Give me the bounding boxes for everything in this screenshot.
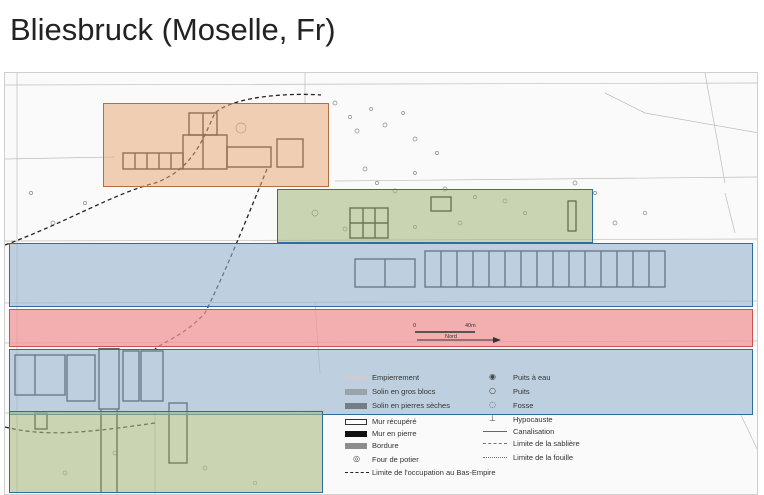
legend-item: Canalisation — [513, 427, 555, 436]
zone-red-street — [9, 309, 753, 347]
legend-swatch-empierrement — [345, 375, 367, 381]
legend-item: Puits — [513, 387, 530, 396]
zone-blue-lower — [9, 349, 753, 415]
legend-item: Limite de l'occupation au Bas-Empire — [372, 468, 496, 477]
scale-end-label: 40m — [465, 323, 476, 329]
legend-item: Limite de la fouille — [513, 453, 574, 462]
legend-swatch-bordure — [345, 443, 367, 449]
legend-item: Mur en pierre — [372, 429, 417, 438]
legend-swatch-solin-gros-blocs — [345, 389, 367, 395]
legend-item: Mur récupéré — [372, 417, 417, 426]
zone-green-south — [9, 411, 323, 493]
legend-item: Limite de la sablière — [513, 439, 580, 448]
well-icon: ○ — [489, 386, 496, 395]
scale-bar: 0 40m Nord — [413, 323, 503, 343]
north-label: Nord — [445, 334, 457, 340]
legend-item: Fosse — [513, 401, 534, 410]
water-well-icon: ◉ — [489, 372, 496, 381]
north-arrow-icon — [417, 337, 501, 343]
scale-start-label: 0 — [413, 323, 417, 329]
zone-orange-northwest — [103, 103, 329, 187]
legend-swatch-mur-recupere — [345, 419, 367, 425]
legend-item: Solin en pierres sèches — [372, 401, 450, 410]
kiln-icon: ◎ — [353, 454, 360, 463]
zone-blue-upper — [9, 243, 753, 307]
pit-icon: ◌ — [489, 400, 496, 409]
legend-swatch-canalisation — [483, 431, 507, 432]
legend: Empierrement Solin en gros blocs Solin e… — [345, 371, 605, 491]
legend-swatch-solin-pierres-seches — [345, 403, 367, 409]
legend-swatch-sabliere — [483, 443, 507, 444]
excavation-plan: 0 40m Nord Empierrement Solin en gros bl… — [4, 72, 758, 495]
legend-item: Empierrement — [372, 373, 420, 382]
slide-title: Bliesbruck (Moselle, Fr) — [10, 12, 336, 47]
hypocaust-icon: ⊥ — [489, 414, 496, 423]
legend-swatch-fouille — [483, 457, 507, 458]
legend-item: Puits à eau — [513, 373, 551, 382]
legend-swatch-mur-pierre — [345, 431, 367, 437]
legend-item: Four de potier — [372, 455, 419, 464]
legend-item: Hypocauste — [513, 415, 553, 424]
legend-swatch-bas-empire-limit — [345, 472, 369, 473]
legend-item: Solin en gros blocs — [372, 387, 436, 396]
legend-item: Bordure — [372, 441, 399, 450]
zone-green-north — [277, 189, 593, 243]
scale-line — [415, 331, 475, 333]
